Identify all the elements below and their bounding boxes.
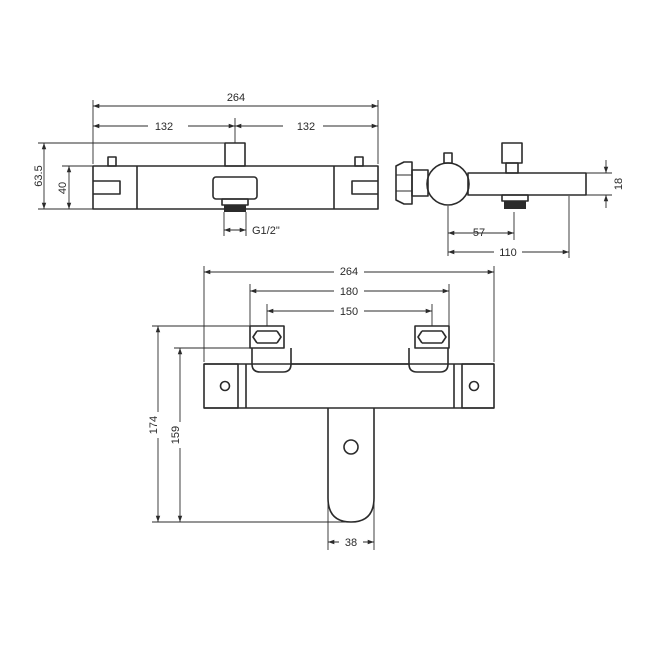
plan-dim-264-label: 264 (340, 266, 358, 278)
plan-spout-button (343, 439, 359, 455)
plan-left-handle (204, 363, 239, 409)
front-top-spindle (224, 142, 246, 167)
plan-dim-174-label: 174 (148, 416, 160, 434)
side-dim-18-label: 18 (613, 178, 625, 190)
side-elevation-view: 18 57 110 (395, 142, 625, 259)
side-spindle-stem (505, 162, 519, 174)
plan-dim-159-label: 159 (170, 426, 182, 444)
front-outlet-nut (212, 176, 258, 200)
plan-dim-38-label: 38 (345, 537, 357, 549)
plan-right-inlet-nut (414, 325, 450, 349)
front-body-outline (92, 165, 379, 210)
plan-spout (327, 408, 375, 523)
front-outlet-thread (224, 205, 246, 212)
side-outlet-thread (504, 201, 526, 209)
plan-left-handle-screw (219, 380, 231, 392)
side-dim-57-label: 57 (473, 227, 485, 239)
front-elevation-view: 264 132 132 63.5 40 G1/2" (33, 92, 379, 237)
side-top-spindle (501, 142, 523, 164)
front-dim-63-5-label: 63.5 (33, 165, 45, 186)
side-top-pin (443, 152, 453, 164)
side-inlet-connector (411, 169, 429, 197)
front-dim-thread-label: G1/2" (252, 225, 280, 237)
plan-right-handle (461, 363, 494, 409)
side-outlet-neck (501, 194, 529, 202)
front-left-pin (107, 156, 117, 167)
front-dim-132-right-label: 132 (297, 121, 315, 133)
plan-body-outline (203, 363, 495, 409)
front-left-handle-notch (93, 180, 121, 195)
plan-right-handle-screw (468, 380, 480, 392)
plan-dim-150-label: 150 (340, 306, 358, 318)
plan-left-inlet-nut (249, 325, 285, 349)
plan-right-connector (408, 348, 449, 373)
front-outlet-neck (221, 198, 249, 206)
front-dim-40-label: 40 (57, 182, 69, 194)
front-right-pin (354, 156, 364, 167)
side-inlet-nut (395, 161, 413, 205)
plan-view: 264 180 150 174 159 38 (148, 264, 495, 550)
plan-dim-180-label: 180 (340, 286, 358, 298)
side-dim-110-label: 110 (499, 247, 517, 259)
side-body-bar (467, 172, 587, 196)
plan-left-connector (251, 348, 292, 373)
front-dim-132-left-label: 132 (155, 121, 173, 133)
front-dim-264-label: 264 (227, 92, 245, 104)
front-right-handle-notch (351, 180, 378, 195)
side-valve-body (426, 162, 470, 206)
